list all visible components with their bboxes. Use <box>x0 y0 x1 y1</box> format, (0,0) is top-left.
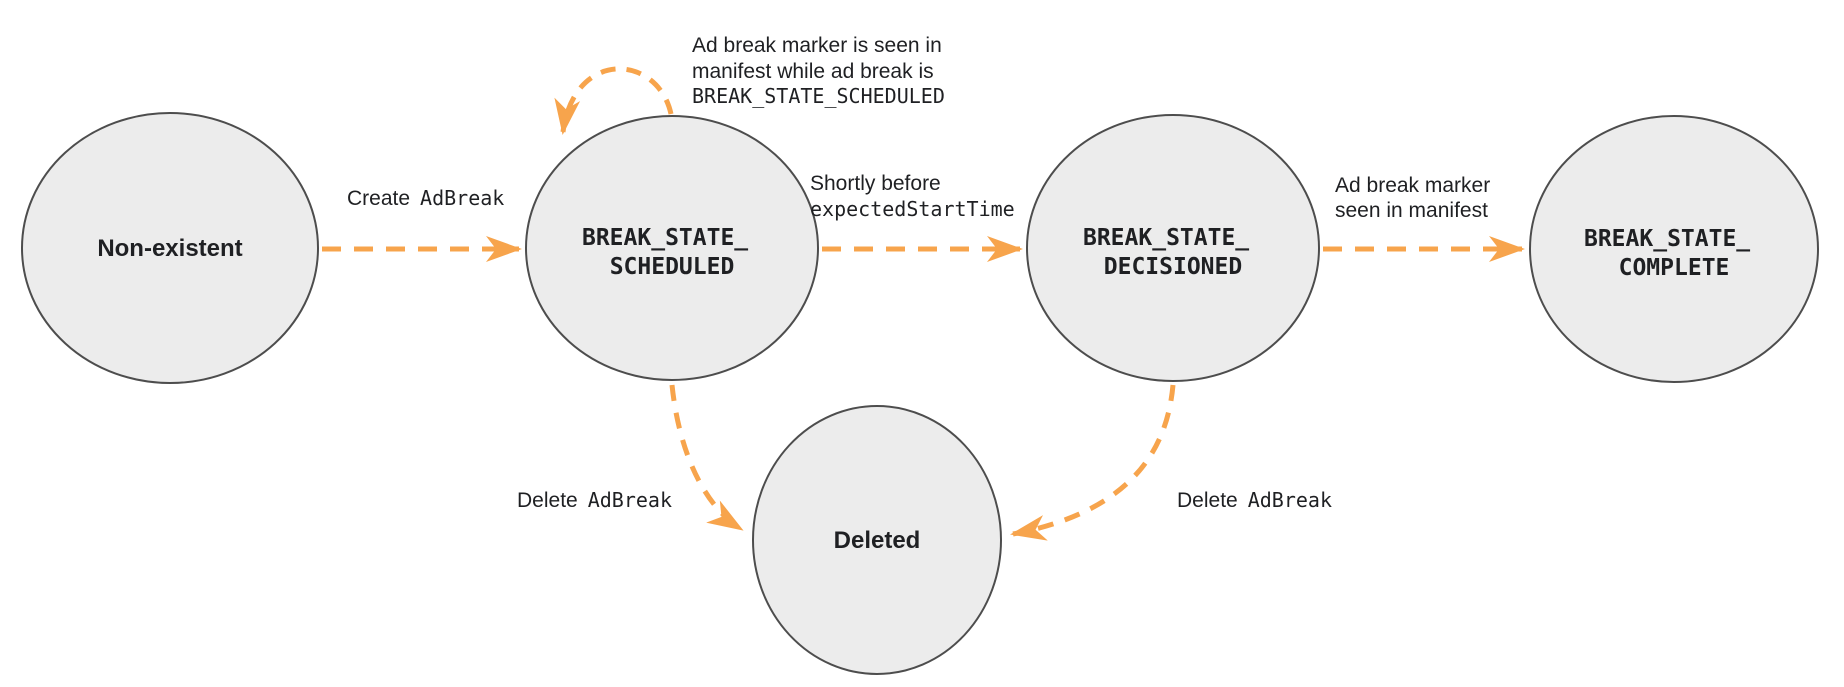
state-label-line: COMPLETE <box>1619 255 1730 281</box>
edge-label-self-loop: Ad break marker is seen in manifest whil… <box>692 34 946 108</box>
labels-group: Non-existent BREAK_STATE_ SCHEDULED BREA… <box>97 34 1764 554</box>
edge-label-line: Shortly before <box>810 172 941 195</box>
state-label-line: BREAK_STATE_ <box>1083 225 1249 251</box>
edge-label-delete-adbreak-right: Delete AdBreak <box>1177 488 1332 512</box>
edge-label-part-sans: Delete <box>1177 489 1238 512</box>
edge-label-line: expectedStartTime <box>810 197 1015 221</box>
edges-group <box>322 66 1525 541</box>
state-label-non-existent: Non-existent <box>97 235 242 262</box>
state-label-line: BREAK_STATE_ <box>582 225 748 251</box>
state-node-non-existent <box>21 112 319 384</box>
edge-label-part-mono: AdBreak <box>588 488 672 512</box>
edge-decisioned-to-deleted-arrow <box>1010 384 1176 541</box>
state-label-break-state-decisioned: BREAK_STATE_ DECISIONED <box>1083 225 1263 280</box>
state-node-break-state-scheduled <box>525 115 819 381</box>
state-label-line: SCHEDULED <box>610 254 735 280</box>
edge-label-line: manifest while ad break is <box>692 60 934 83</box>
edge-label-delete-adbreak-left: Delete AdBreak <box>517 488 672 512</box>
state-label-break-state-complete: BREAK_STATE_ COMPLETE <box>1584 226 1764 281</box>
state-label-break-state-scheduled: BREAK_STATE_ SCHEDULED <box>582 225 762 280</box>
edge-scheduled-to-deleted-arrow <box>669 384 744 532</box>
edge-label-line: Ad break marker is seen in <box>692 34 942 57</box>
nodes-group <box>21 112 1819 675</box>
edge-label-part-sans: Delete <box>517 489 578 512</box>
state-label-line: BREAK_STATE_ <box>1584 226 1750 252</box>
edge-label-marker-seen: Ad break marker seen in manifest <box>1335 174 1494 222</box>
edge-label-part-mono: AdBreak <box>420 186 504 210</box>
edge-label-create-adbreak: Create AdBreak <box>347 186 504 210</box>
state-label-deleted: Deleted <box>834 527 921 554</box>
state-node-break-state-decisioned <box>1026 114 1320 382</box>
edge-label-line: BREAK_STATE_SCHEDULED <box>692 84 945 108</box>
edge-label-part-sans: Create <box>347 187 410 210</box>
state-node-break-state-complete <box>1529 115 1819 383</box>
state-label-line: DECISIONED <box>1104 254 1242 280</box>
edge-label-line: seen in manifest <box>1335 199 1488 222</box>
edge-label-shortly-before: Shortly before expectedStartTime <box>810 172 1015 221</box>
edge-label-part-mono: AdBreak <box>1248 488 1332 512</box>
state-node-deleted <box>752 405 1002 675</box>
edge-self-loop-scheduled-arrow <box>554 66 674 135</box>
edge-label-line: Ad break marker <box>1335 174 1490 197</box>
